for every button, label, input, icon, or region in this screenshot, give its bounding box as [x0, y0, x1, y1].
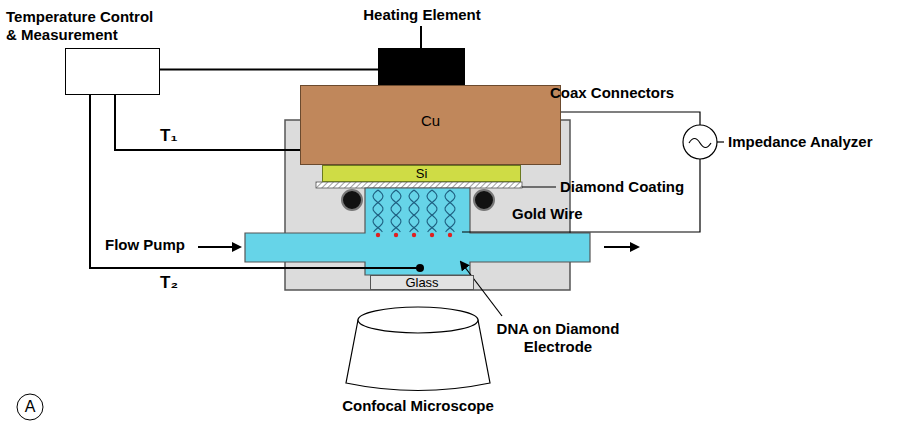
sensor-label: T₁	[160, 127, 177, 145]
part-label: Coax Connectors	[550, 84, 674, 102]
t2-sensor	[416, 264, 424, 272]
diamond-coating	[316, 182, 522, 188]
leader-line	[522, 187, 556, 188]
part-label: Flow Pump	[105, 236, 185, 254]
dna-helix	[373, 190, 383, 232]
control-wire	[160, 69, 378, 71]
objective-lens	[358, 307, 478, 333]
control-wire	[115, 95, 300, 150]
flow-out-arrow	[604, 246, 638, 248]
part-label: Diamond Coating	[560, 178, 684, 196]
node-label: Si	[323, 166, 520, 181]
part-label: Gold Wire	[512, 205, 583, 223]
dna-label-dot	[412, 233, 416, 237]
node-heading: Temperature Control & Measurement	[6, 8, 164, 44]
node-label: Glass	[371, 276, 473, 289]
panel-marker	[17, 394, 43, 420]
instrument-label: Confocal Microscope	[303, 397, 533, 415]
copper-block: Cu	[300, 85, 561, 165]
flow-in-arrow	[198, 246, 240, 248]
dna-helix	[391, 190, 401, 232]
o-ring	[474, 190, 494, 210]
instrument-label: Impedance Analyzer	[728, 133, 873, 151]
o-ring	[342, 190, 362, 210]
controller-box: Temperature Control & Measurement	[65, 48, 160, 95]
heating-element: Heating Element	[378, 48, 465, 85]
dna-helix	[373, 190, 383, 232]
ac-symbol	[689, 139, 711, 148]
dna-helix	[409, 190, 419, 232]
part-label: DNA on Diamond Electrode	[478, 320, 638, 356]
silicon-layer: Si	[322, 165, 521, 182]
sensor-label: T₂	[160, 274, 178, 292]
dna-helix	[445, 190, 455, 232]
impedance-analyzer-symbol	[683, 125, 717, 159]
dna-helix	[391, 190, 401, 232]
heater-stem	[420, 26, 422, 48]
dna-helix	[445, 190, 455, 232]
node-heading: Heating Element	[322, 6, 522, 24]
glass-window: Glass	[370, 275, 474, 290]
panel-letter: A	[17, 398, 43, 416]
dna-label-dot	[394, 233, 398, 237]
dna-helix	[409, 190, 419, 232]
coax-wire	[555, 112, 700, 125]
node-label: Cu	[301, 86, 560, 130]
dna-label-dot	[430, 233, 434, 237]
dna-label-dot	[376, 233, 380, 237]
dna-helix	[427, 190, 437, 232]
dna-helix	[427, 190, 437, 232]
dna-label-dot	[448, 233, 452, 237]
dna-strands	[373, 190, 455, 237]
leader-line	[717, 141, 724, 142]
